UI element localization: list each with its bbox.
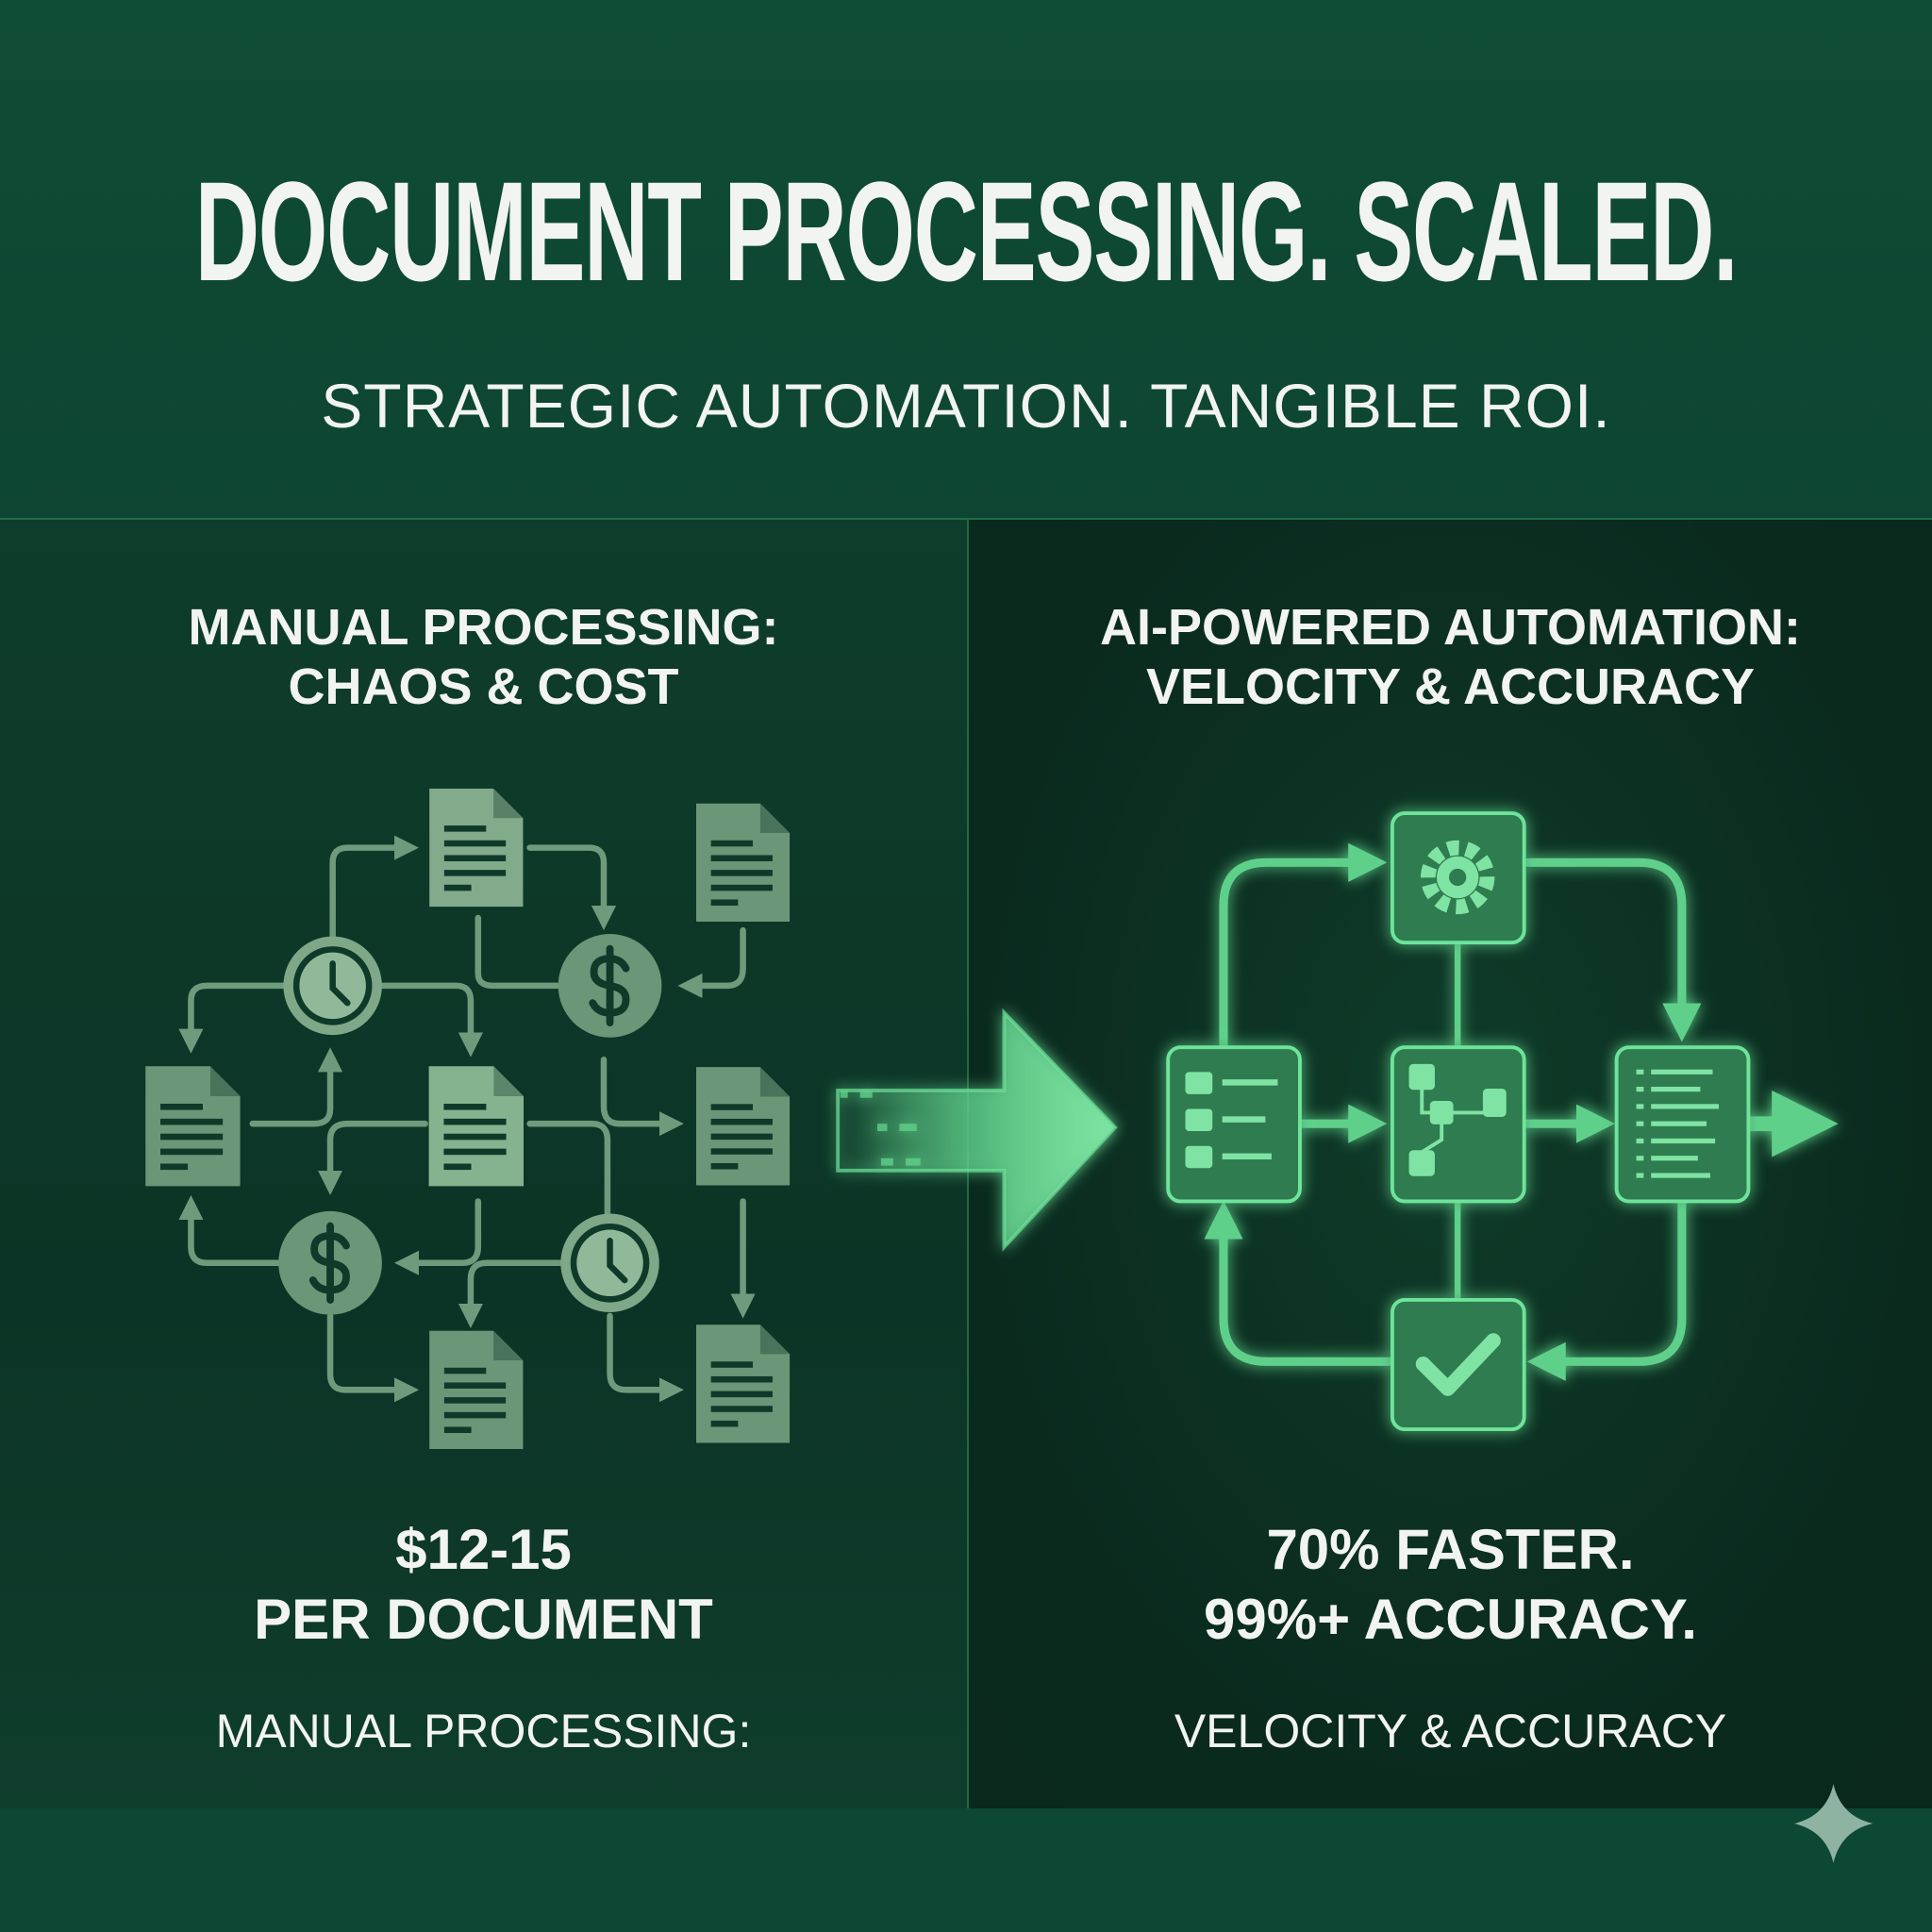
intake-step bbox=[1166, 1045, 1302, 1204]
list-icon bbox=[1636, 1069, 1720, 1178]
transition-arrow bbox=[836, 1008, 1118, 1252]
manual-flow-arrows bbox=[178, 835, 756, 1403]
left-heading-line2: CHAOS & COST bbox=[288, 658, 679, 715]
dollar-icon bbox=[558, 934, 662, 1038]
automation-loop bbox=[1204, 842, 1839, 1381]
processing-step bbox=[1390, 1045, 1526, 1204]
left-stat-cost: $12-15 bbox=[395, 1518, 572, 1581]
footer-band bbox=[0, 1808, 1932, 1932]
dollar-icon bbox=[278, 1210, 382, 1315]
manual-documents bbox=[145, 788, 791, 1449]
validation-step bbox=[1390, 1298, 1526, 1432]
document-icon bbox=[429, 788, 524, 908]
sparkle-icon bbox=[1793, 1784, 1874, 1863]
left-heading-line1: MANUAL PROCESSING: bbox=[188, 599, 779, 656]
left-stat-unit: PER DOCUMENT bbox=[254, 1588, 713, 1651]
gear-step bbox=[1390, 811, 1526, 945]
page-subtitle: STRATEGIC AUTOMATION. TANGIBLE ROI. bbox=[321, 371, 1611, 441]
document-icon bbox=[145, 1066, 241, 1187]
left-caption: MANUAL PROCESSING: bbox=[215, 1705, 752, 1757]
page-title: DOCUMENT PROCESSING. SCALED. bbox=[194, 152, 1739, 310]
flowchart-icon bbox=[1408, 1063, 1507, 1176]
checkmark-icon bbox=[1415, 1333, 1501, 1396]
right-caption: VELOCITY & ACCURACY bbox=[1174, 1705, 1727, 1757]
gear-icon bbox=[1420, 840, 1495, 915]
document-icon bbox=[695, 1067, 791, 1186]
right-heading-line1: AI-POWERED AUTOMATION: bbox=[1100, 599, 1801, 656]
form-icon bbox=[1185, 1072, 1278, 1169]
right-stat-speed: 70% FASTER. bbox=[1266, 1518, 1635, 1581]
document-icon bbox=[428, 1066, 525, 1187]
document-icon bbox=[695, 803, 791, 922]
clock-icon bbox=[283, 936, 382, 1036]
output-step bbox=[1614, 1045, 1751, 1204]
right-stat-accuracy: 99%+ ACCURACY. bbox=[1204, 1588, 1697, 1651]
document-icon bbox=[695, 1324, 791, 1443]
clock-icon bbox=[560, 1213, 659, 1313]
right-heading-line2: VELOCITY & ACCURACY bbox=[1145, 658, 1756, 715]
header-band: DOCUMENT PROCESSING. SCALED. STRATEGIC A… bbox=[0, 0, 1932, 520]
document-icon bbox=[429, 1330, 524, 1449]
